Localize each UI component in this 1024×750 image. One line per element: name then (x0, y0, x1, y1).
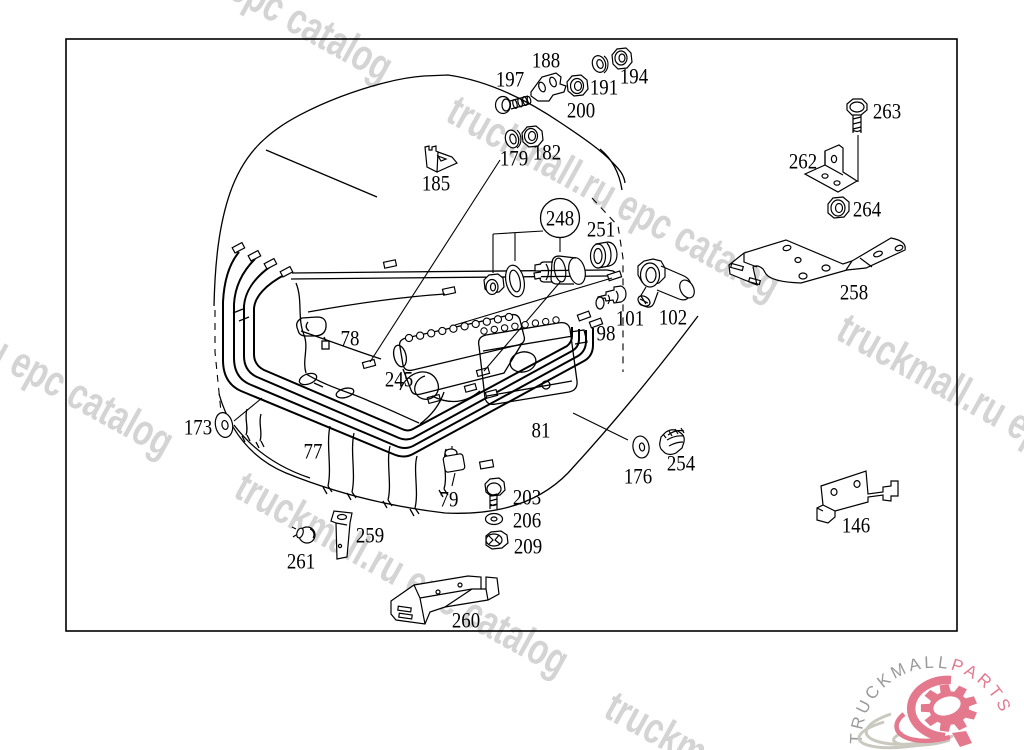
svg-text:182: 182 (533, 140, 561, 165)
svg-text:206: 206 (513, 508, 541, 533)
svg-text:209: 209 (514, 534, 542, 559)
svg-text:188: 188 (532, 48, 560, 73)
svg-text:79: 79 (440, 487, 459, 512)
svg-text:258: 258 (840, 280, 868, 305)
svg-text:259: 259 (356, 523, 384, 548)
svg-text:260: 260 (452, 608, 480, 633)
svg-text:78: 78 (341, 326, 360, 351)
svg-text:254: 254 (667, 451, 695, 476)
svg-text:200: 200 (567, 98, 595, 123)
svg-text:185: 185 (422, 171, 450, 196)
svg-text:261: 261 (287, 549, 315, 574)
svg-text:101: 101 (616, 306, 644, 331)
svg-text:176: 176 (624, 464, 652, 489)
svg-text:251: 251 (587, 217, 615, 242)
svg-text:173: 173 (184, 415, 212, 440)
svg-text:245: 245 (385, 367, 413, 392)
svg-text:98: 98 (597, 321, 616, 346)
svg-text:81: 81 (532, 418, 551, 443)
svg-text:248: 248 (546, 206, 574, 231)
svg-text:263: 263 (873, 99, 901, 124)
svg-text:179: 179 (500, 146, 528, 171)
svg-text:194: 194 (620, 64, 648, 89)
svg-text:203: 203 (513, 485, 541, 510)
svg-text:197: 197 (496, 67, 524, 92)
svg-text:77: 77 (304, 439, 323, 464)
svg-text:262: 262 (789, 149, 817, 174)
svg-text:146: 146 (842, 513, 870, 538)
svg-text:264: 264 (853, 197, 881, 222)
svg-text:102: 102 (659, 305, 687, 330)
svg-text:191: 191 (590, 75, 618, 100)
